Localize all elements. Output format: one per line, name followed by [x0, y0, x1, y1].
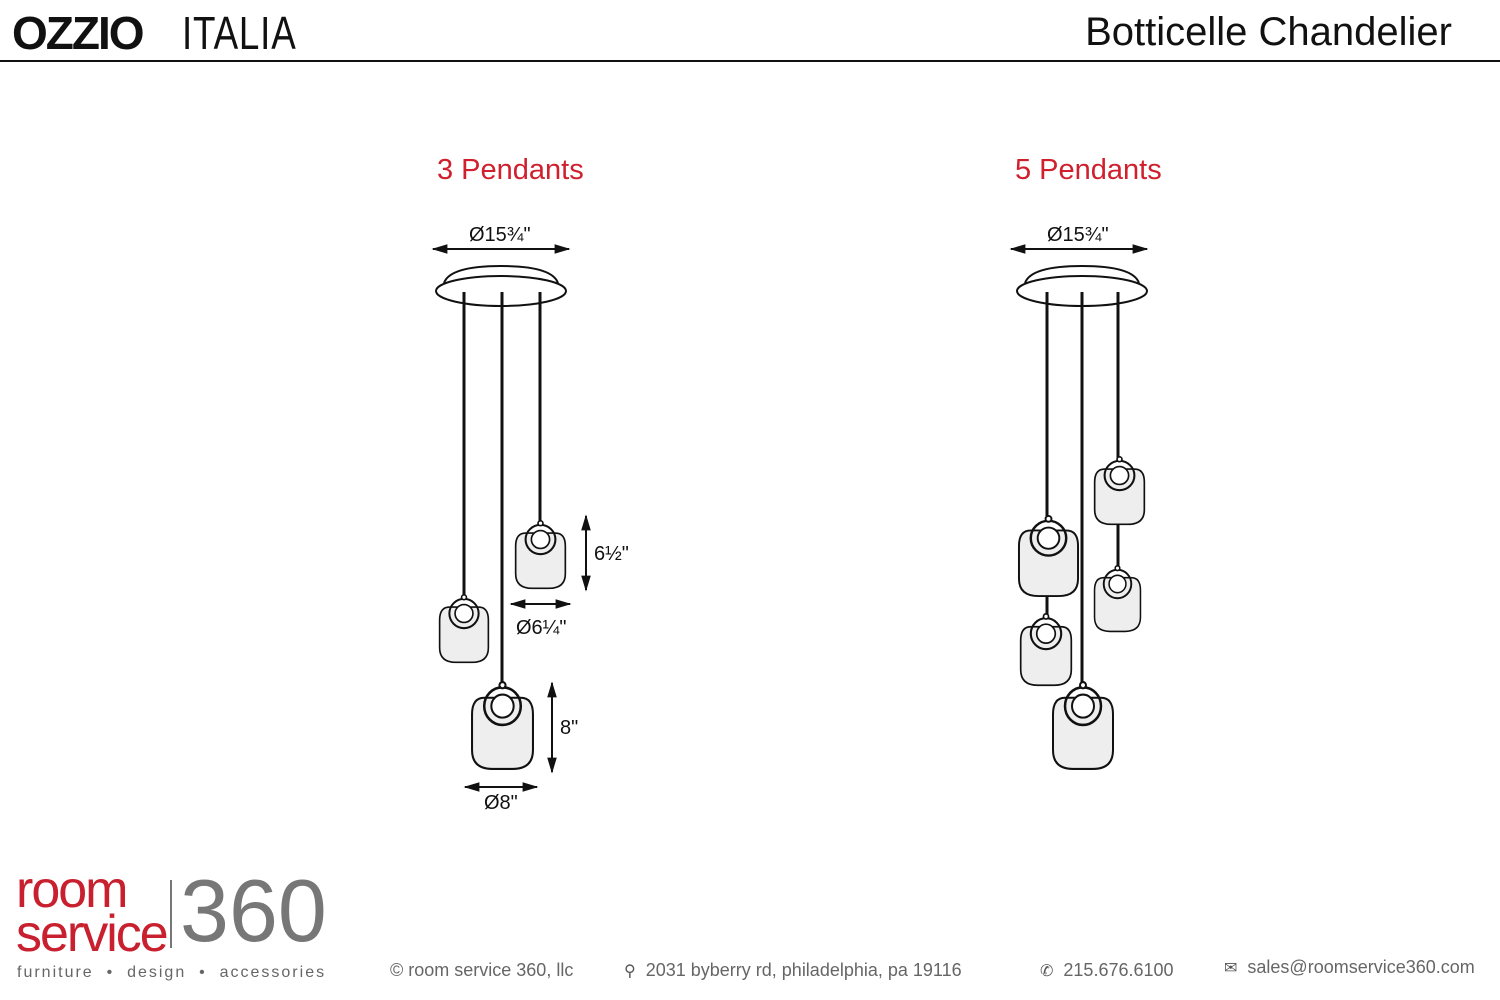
- pendant-small: [1093, 456, 1146, 526]
- small-height: 6½": [594, 543, 629, 565]
- five-pendants-title: 5 Pendants: [1015, 154, 1162, 186]
- envelope-icon: ✉: [1224, 960, 1238, 977]
- pendant-small: [514, 520, 567, 590]
- small-diameter: Ø6¼": [516, 617, 567, 639]
- header-divider: [0, 60, 1500, 62]
- phone-icon: ✆: [1040, 963, 1054, 980]
- ozzio-logo: OZZIO: [12, 7, 145, 59]
- ozzio-logo-suffix: ITALIA: [182, 7, 297, 59]
- tagline: furniture • design • accessories: [17, 964, 327, 981]
- canopy-5: [1016, 264, 1148, 307]
- map-pin-icon: ⚲: [624, 963, 636, 980]
- logo-divider: [170, 880, 172, 948]
- email[interactable]: ✉sales@roomservice360.com: [1224, 957, 1475, 977]
- pendant-small: [438, 594, 490, 664]
- pendant-large: [470, 681, 535, 771]
- canopy-3: [435, 264, 567, 307]
- canopy-diameter-5: Ø15¾": [1047, 224, 1109, 246]
- pendant-large: [1017, 515, 1080, 598]
- rods-3: [462, 292, 542, 684]
- page-title: Botticelle Chandelier: [1085, 10, 1452, 54]
- canopy-diameter-3: Ø15¾": [469, 224, 531, 246]
- phone: ✆215.676.6100: [1040, 960, 1174, 980]
- three-pendants-title: 3 Pendants: [437, 154, 584, 186]
- rods-5: [1045, 292, 1120, 683]
- pendant-small: [1019, 613, 1073, 687]
- large-height: 8": [560, 717, 579, 739]
- copyright: © room service 360, llc: [390, 960, 574, 980]
- large-diameter: Ø8": [484, 792, 518, 814]
- pendant-large: [1051, 681, 1115, 771]
- pendant-small: [1093, 565, 1142, 633]
- address: ⚲2031 byberry rd, philadelphia, pa 19116: [624, 960, 962, 980]
- logo-360: 360: [180, 861, 327, 960]
